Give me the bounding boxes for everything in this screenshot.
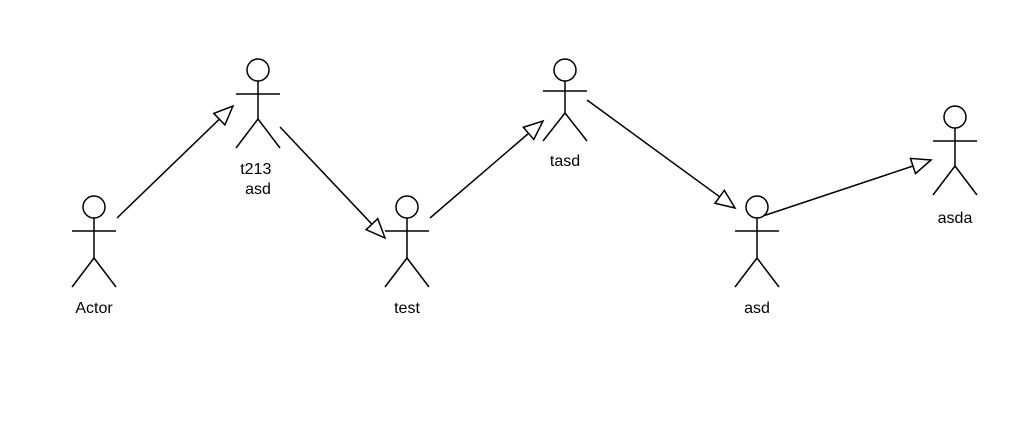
actor-right-leg — [756, 257, 780, 288]
edge-line — [279, 126, 373, 225]
actor-left-leg — [71, 257, 95, 288]
actor-right-leg — [257, 118, 281, 149]
actor-label: Actor — [75, 300, 113, 317]
actor-label-line: tasd — [550, 153, 580, 170]
actor-label-line: Actor — [75, 300, 113, 317]
edge-t213-to-test[interactable] — [279, 126, 387, 240]
actor-head — [943, 105, 967, 129]
edges-layer — [116, 99, 933, 240]
actor-left-leg — [235, 118, 259, 149]
actor-head — [745, 195, 769, 219]
actor-label: test — [394, 300, 420, 317]
actor-head — [246, 58, 270, 82]
actor-left-leg — [734, 257, 758, 288]
actor-figure-tasd[interactable]: tasd — [542, 58, 588, 170]
actor-right-leg — [93, 257, 117, 288]
actor-label-line: test — [394, 300, 420, 317]
actor-label-line: asda — [938, 210, 973, 227]
hollow-arrowhead-icon — [522, 119, 545, 141]
edge-test-to-tasd[interactable] — [429, 119, 545, 219]
hollow-arrowhead-icon — [713, 188, 737, 210]
edge-tasd-to-asd[interactable] — [586, 99, 737, 210]
actor-right-leg — [564, 112, 588, 142]
actor-left-leg — [542, 112, 566, 142]
actor-label: asda — [938, 210, 973, 227]
actor-label-line: t213 — [240, 161, 271, 178]
edge-line — [586, 99, 721, 198]
edge-line — [756, 165, 914, 219]
actor-figure-asda[interactable]: asda — [932, 105, 978, 227]
actor-label: t213 asd — [240, 161, 276, 198]
hollow-arrowhead-icon — [212, 104, 235, 127]
edge-actor-to-t213[interactable] — [116, 104, 235, 219]
actor-figure-actor[interactable]: Actor — [71, 195, 117, 317]
edge-line — [116, 118, 220, 219]
actor-label-line: asd — [245, 181, 271, 198]
actor-figure-asd[interactable]: asd — [734, 195, 780, 317]
actor-left-leg — [384, 257, 408, 288]
hollow-arrowhead-icon — [909, 157, 933, 175]
actor-head — [395, 195, 419, 219]
actor-figure-t213[interactable]: t213 asd — [235, 58, 281, 198]
actor-label-line: asd — [744, 300, 770, 317]
actor-label: asd — [744, 300, 770, 317]
actor-head — [553, 58, 577, 82]
actor-right-leg — [954, 165, 978, 196]
hollow-arrowhead-icon — [364, 217, 387, 240]
actor-label: tasd — [550, 153, 580, 170]
actor-left-leg — [932, 165, 956, 196]
edge-asd-to-asda[interactable] — [756, 157, 933, 219]
actor-head — [82, 195, 106, 219]
actor-right-leg — [406, 257, 430, 288]
edge-line — [429, 132, 530, 219]
actor-figure-test[interactable]: test — [384, 195, 430, 317]
